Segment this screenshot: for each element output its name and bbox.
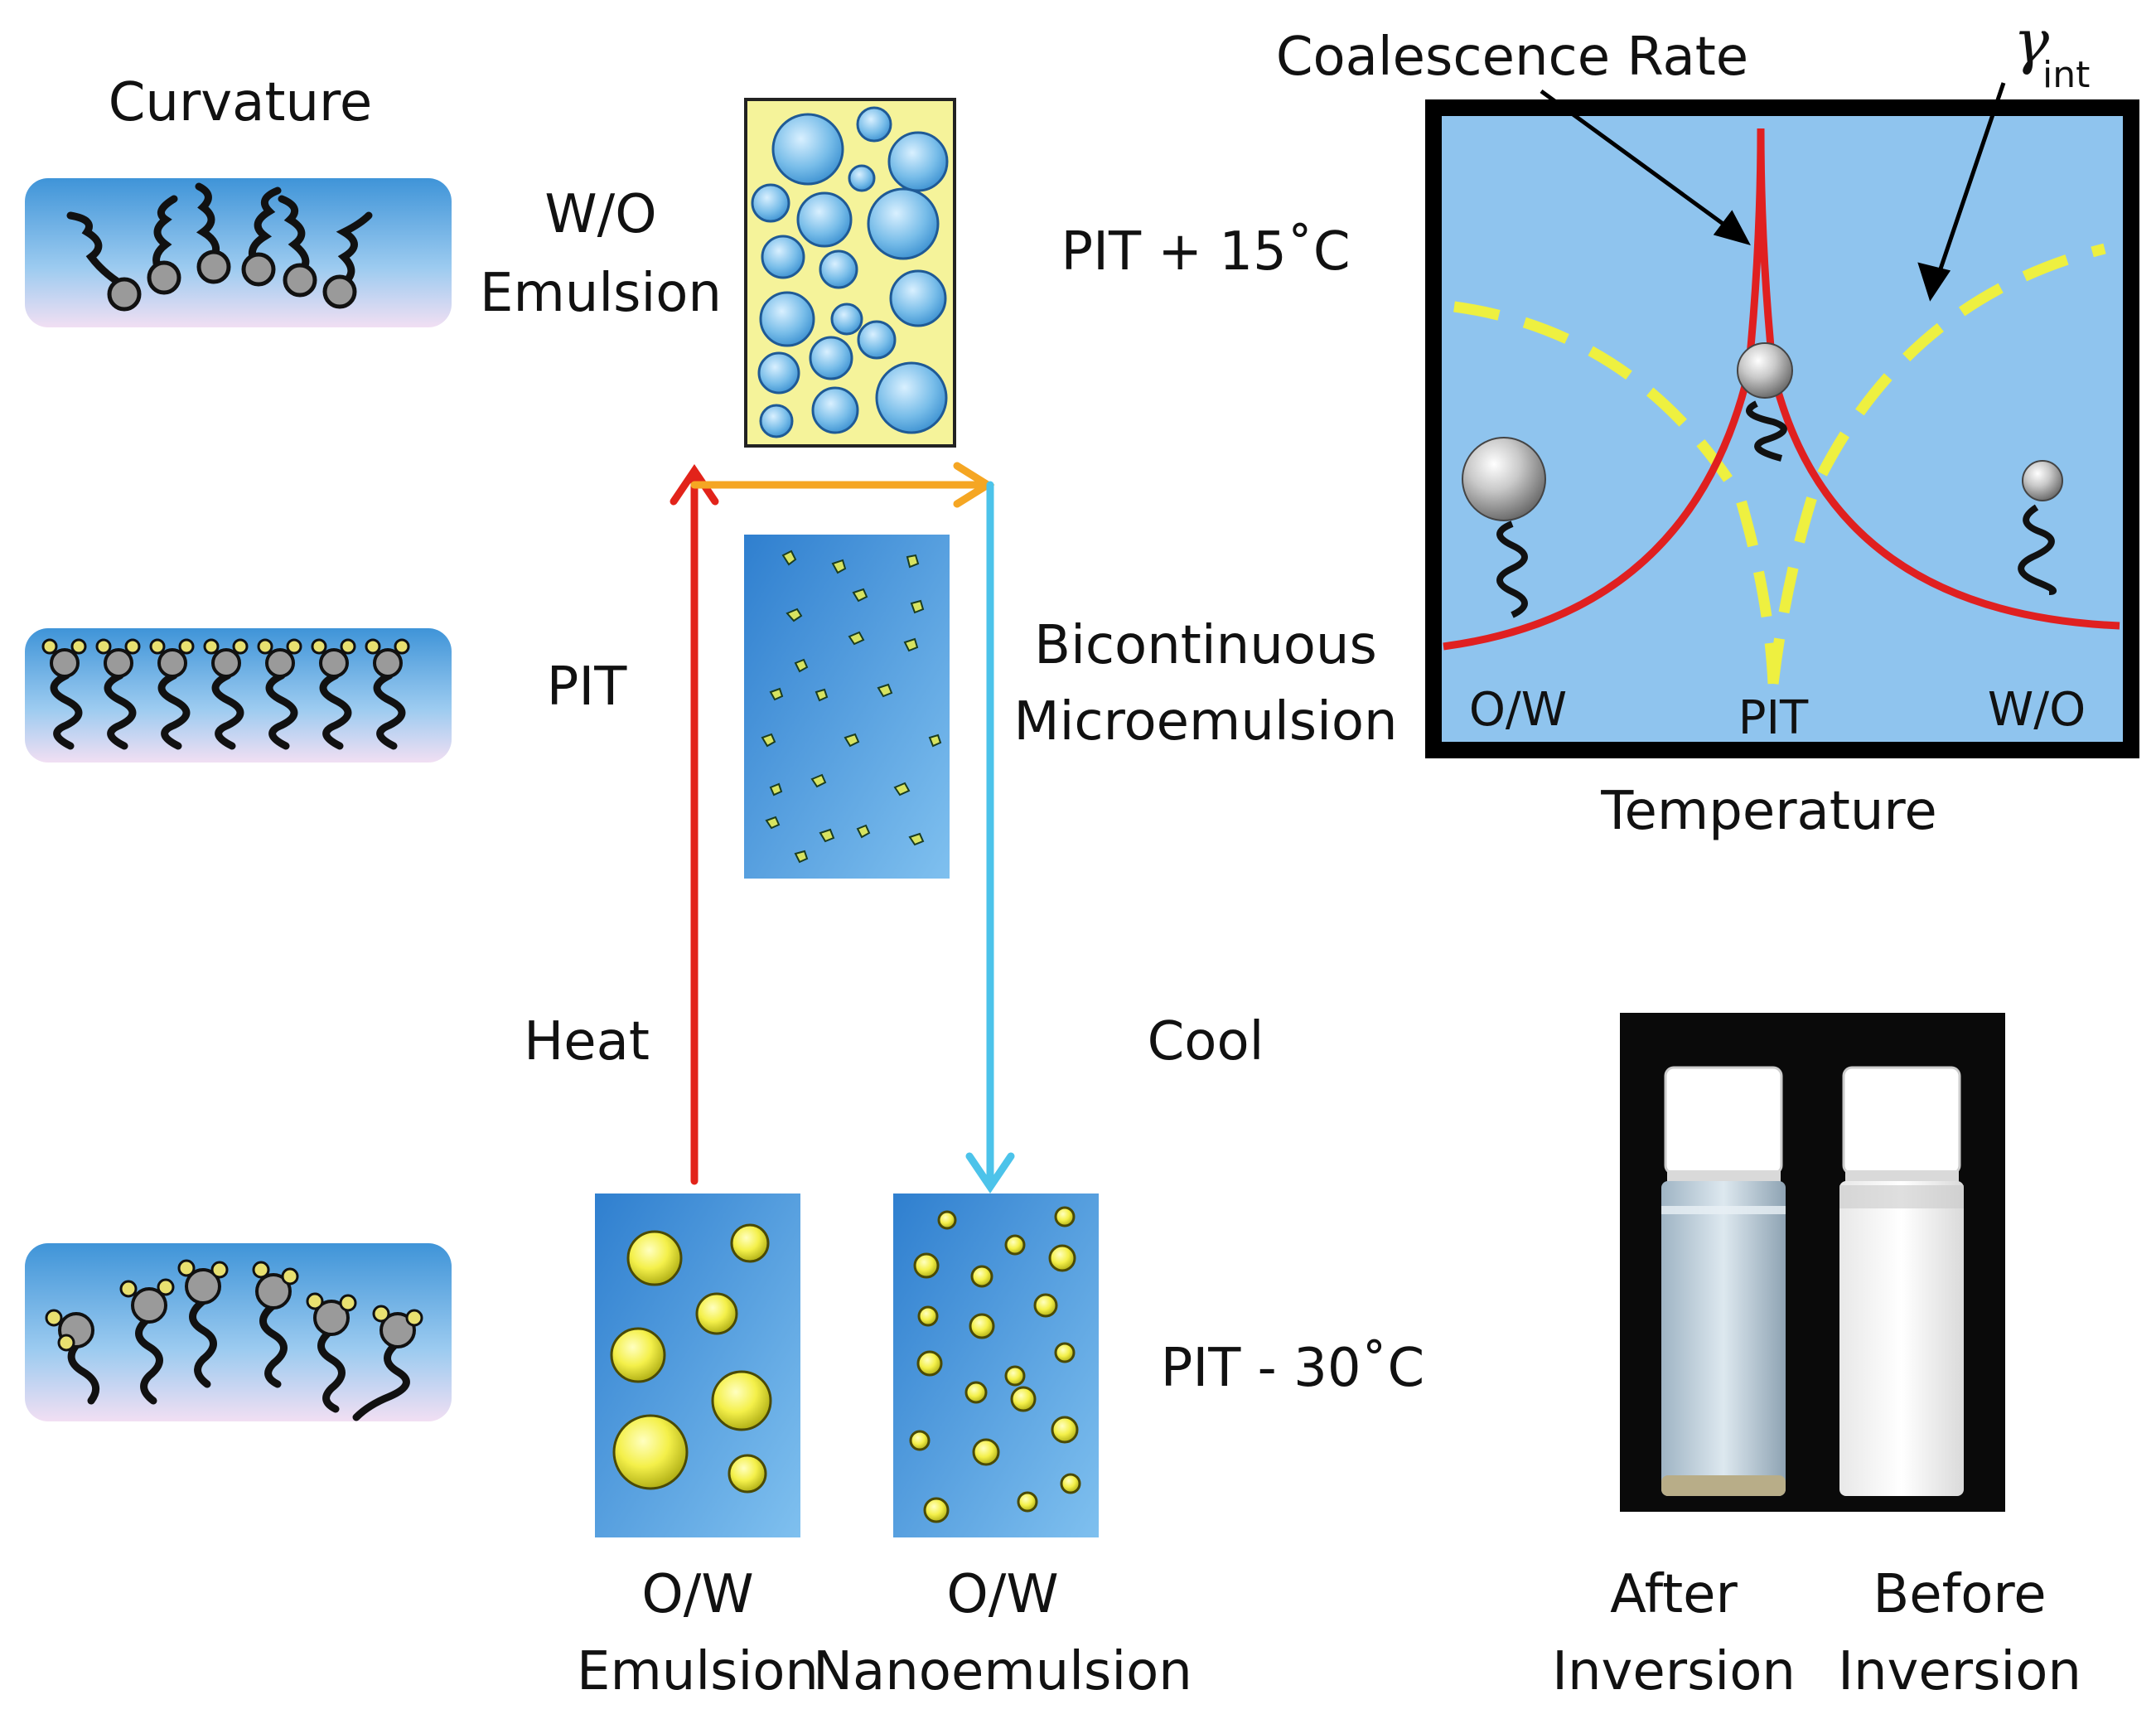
ow-emulsion-box [595,1194,800,1537]
cool-label: Cool [1148,1011,1264,1072]
heat-label: Heat [524,1011,650,1072]
pit-plus-label: PIT + 15˚C [1061,221,1351,283]
coalescence-rate-curve [1443,128,2120,651]
cool-arrow [965,481,1015,1194]
gamma-pointer [1917,82,2006,302]
bicontinuous-box [744,535,950,879]
after-inversion-vial [1661,1066,1786,1496]
svg-text:int: int [2042,54,2090,96]
coalescence-rate-label: Coalescence Rate [1276,27,1748,88]
ow-nanoemulsion-box [893,1194,1099,1537]
surfactant-small-icon [2018,460,2063,595]
surfactant-medium-icon [1737,342,1793,462]
coalescence-pointer [1540,89,1751,245]
temperature-graph: O/W PIT W/O [1425,99,2139,758]
curvature-strip-flat [25,628,452,763]
gamma-int-curve [1453,243,2106,685]
wo-emulsion-box [744,98,956,448]
wo-emulsion-label-2: Emulsion [480,263,722,324]
curvature-strip-ow [25,1243,452,1421]
graph-ow-label: O/W [1469,683,1567,737]
vial-photo [1620,1013,2005,1512]
before-inversion-label-2: Inversion [1838,1641,2081,1702]
ow-nanoemulsion-label-1: O/W [946,1564,1058,1625]
bicontinuous-label-1: Bicontinuous [1034,615,1377,676]
pit-label: PIT [547,656,627,718]
before-inversion-vial [1839,1066,1964,1496]
surfactant-large-icon [1462,437,1546,618]
after-inversion-label-1: After [1610,1564,1738,1625]
graph-wo-label: W/O [1988,683,2086,737]
wo-emulsion-label-1: W/O [544,184,656,245]
curvature-label: Curvature [109,72,373,133]
heat-arrow [670,463,719,1185]
phase-inversion-arrow [690,462,995,508]
ow-emulsion-label-2: Emulsion [577,1641,819,1702]
bicontinuous-label-2: Microemulsion [1013,691,1397,753]
gamma-int-label: γ int [2013,7,2090,96]
graph-pit-label: PIT [1738,691,1809,745]
pit-minus-label: PIT - 30˚C [1161,1338,1424,1399]
svg-text:γ: γ [2013,7,2050,76]
after-inversion-label-2: Inversion [1552,1641,1796,1702]
curvature-strip-wo [25,178,452,327]
temperature-axis-title: Temperature [1600,781,1936,842]
before-inversion-label-1: Before [1873,1564,2046,1625]
ow-nanoemulsion-label-2: Nanoemulsion [813,1641,1192,1702]
ow-emulsion-label-1: O/W [641,1564,753,1625]
